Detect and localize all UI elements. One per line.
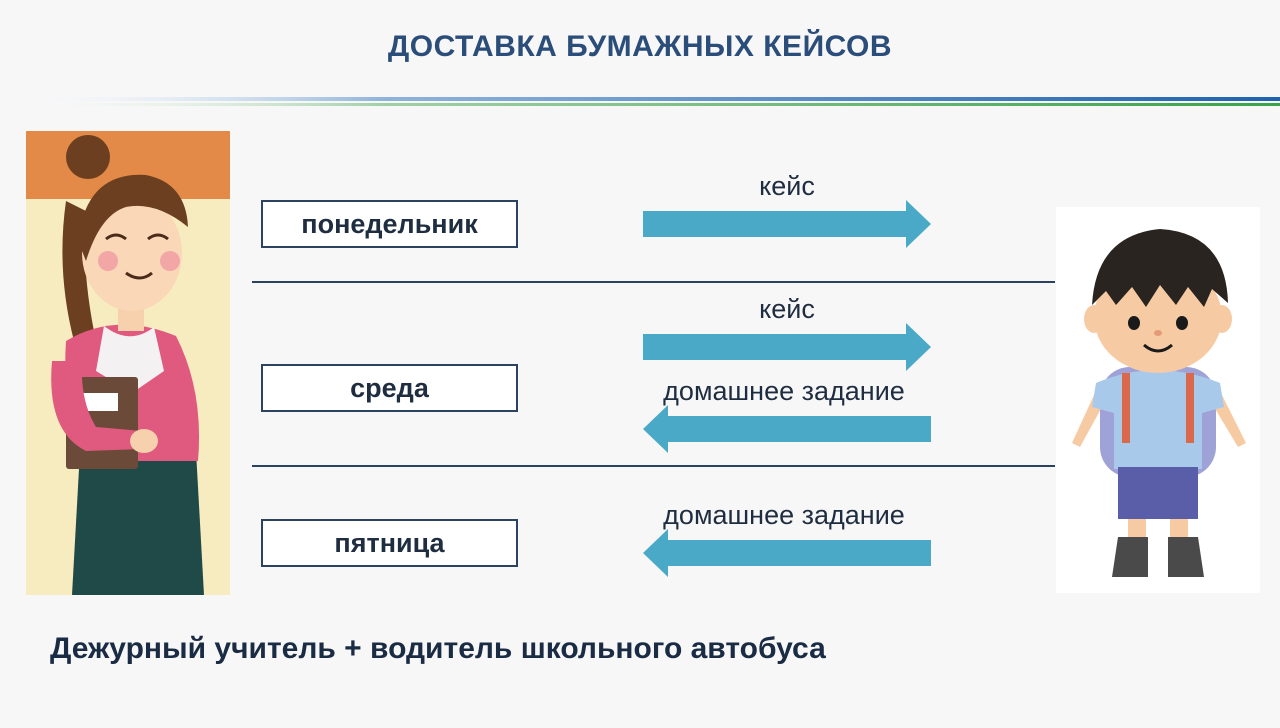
day-label-wednesday: среда: [350, 372, 429, 403]
wednesday-homework-label: домашнее задание: [663, 376, 905, 406]
page-title: ДОСТАВКА БУМАЖНЫХ КЕЙСОВ: [387, 30, 893, 63]
friday-homework-label: домашнее задание: [663, 500, 905, 530]
student-illustration: [1056, 207, 1260, 593]
wednesday-case-label: кейс: [759, 294, 815, 324]
teacher-illustration: [26, 131, 230, 595]
arrow-right-wednesday-case: [643, 323, 931, 371]
header-divider-band: [0, 97, 1280, 106]
row-divider-2: [252, 465, 1055, 467]
arrow-left-friday-homework: [643, 529, 931, 577]
row-divider-1: [252, 281, 1055, 283]
footer-note: Дежурный учитель + водитель школьного ав…: [50, 632, 826, 665]
day-label-friday: пятница: [334, 527, 445, 558]
arrow-right-monday-case: [643, 200, 931, 248]
day-box-wednesday: среда: [261, 364, 518, 412]
day-box-monday: понедельник: [261, 200, 518, 248]
monday-case-label: кейс: [759, 171, 815, 201]
day-label-monday: понедельник: [301, 208, 478, 239]
arrow-left-wednesday-homework: [643, 405, 931, 453]
day-box-friday: пятница: [261, 519, 518, 567]
